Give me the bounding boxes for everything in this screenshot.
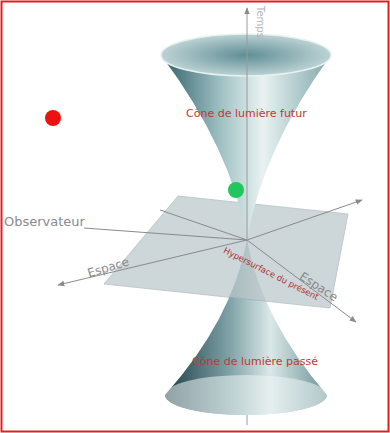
past-cone-label: Cône de lumière passé: [192, 356, 318, 368]
time-axis-label: Temps: [255, 6, 266, 38]
observer-label: Observateur: [4, 215, 85, 229]
future-cone-label: Cône de lumière futur: [186, 108, 307, 120]
